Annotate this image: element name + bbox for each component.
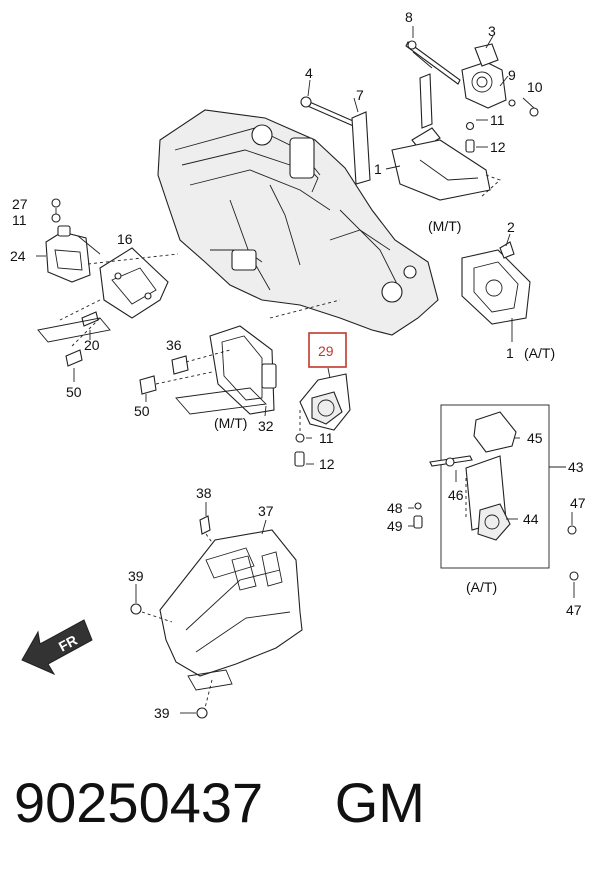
callout-48: 48 — [387, 500, 403, 516]
direction-arrow-label: FR — [56, 632, 80, 655]
callout-11: 11 — [490, 112, 505, 128]
callout-44: 44 — [523, 511, 539, 527]
callout-4: 4 — [305, 65, 313, 81]
section-label-at-upper: (A/T) — [524, 345, 555, 361]
callout-47: 47 — [566, 602, 582, 618]
at-subassembly-43 — [413, 404, 579, 581]
callout-8: 8 — [405, 9, 413, 25]
callout-39: 39 — [128, 568, 144, 584]
at-mount-1-group — [461, 241, 531, 342]
bracket-7-group — [300, 96, 371, 185]
left-mount-group — [37, 198, 179, 367]
callout-9: 9 — [508, 67, 516, 83]
callout-20: 20 — [84, 337, 100, 353]
section-label-mt-upper: (M/T) — [428, 218, 461, 234]
callout-37: 37 — [258, 503, 274, 519]
callout-46: 46 — [448, 487, 464, 503]
callout-7: 7 — [356, 87, 364, 103]
callout-16: 16 — [117, 231, 133, 247]
callout-3: 3 — [488, 23, 496, 39]
part-number: 90250437 — [14, 771, 264, 834]
section-label-mt-lower: (M/T) — [214, 415, 247, 431]
callout-50: 50 — [134, 403, 150, 419]
mount-29-group — [269, 299, 351, 467]
part-caption: 90250437 GM — [14, 770, 594, 835]
callout-29: 29 — [318, 343, 334, 359]
callout-43: 43 — [568, 459, 584, 475]
engine-transaxle-assembly — [157, 109, 439, 336]
brand-name: GM — [334, 771, 425, 834]
leader-lines — [36, 26, 575, 714]
callout-12: 12 — [319, 456, 335, 472]
front-direction-arrow-icon: FR — [21, 619, 93, 676]
exploded-parts-diagram: FR 8 3 4 7 9 10 11 — [10, 9, 586, 721]
callout-39: 39 — [154, 705, 170, 721]
callout-45: 45 — [527, 430, 543, 446]
callout-24: 24 — [10, 248, 26, 264]
upper-right-mount-group — [391, 40, 539, 201]
callout-32: 32 — [258, 418, 274, 434]
callout-27: 27 — [12, 196, 28, 212]
callout-50: 50 — [66, 384, 82, 400]
callout-49: 49 — [387, 518, 403, 534]
splash-shield-37-group — [130, 515, 303, 719]
callout-1: 1 — [506, 345, 514, 361]
callout-47: 47 — [570, 495, 586, 511]
callout-2: 2 — [507, 219, 515, 235]
callout-11: 11 — [12, 212, 27, 228]
callout-10: 10 — [527, 79, 543, 95]
highlight-box — [308, 332, 347, 368]
callout-11: 11 — [319, 430, 334, 446]
callout-1: 1 — [374, 161, 382, 177]
callout-36: 36 — [166, 337, 182, 353]
section-labels: (M/T) (A/T) (M/T) (A/T) — [214, 218, 555, 595]
mt-bracket-32-group — [139, 325, 277, 417]
callout-12: 12 — [490, 139, 506, 155]
section-label-at-lower: (A/T) — [466, 579, 497, 595]
callout-38: 38 — [196, 485, 212, 501]
callout-labels: 8 3 4 7 9 10 11 12 1 27 11 24 16 2 20 36… — [10, 9, 586, 721]
